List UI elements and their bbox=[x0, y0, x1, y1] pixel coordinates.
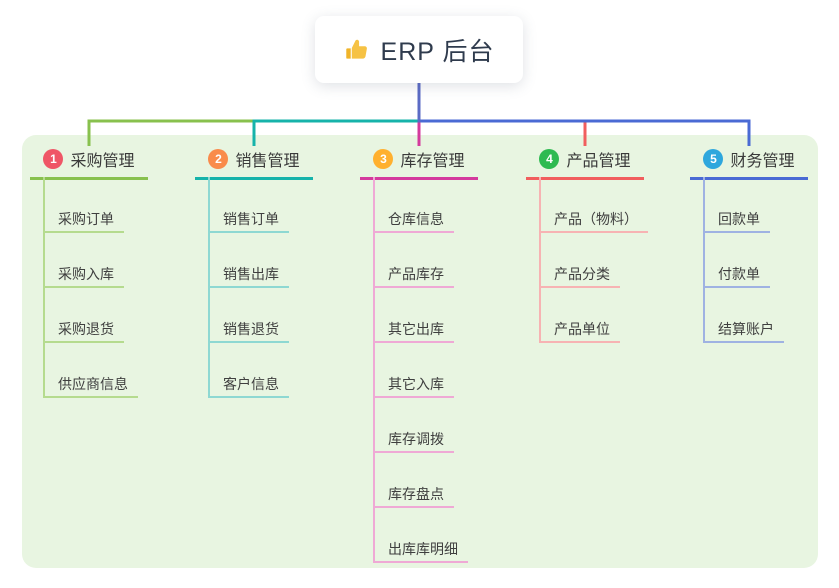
branch-badge: 1 bbox=[43, 148, 64, 169]
branch-spine bbox=[703, 177, 705, 341]
branch-label: 采购管理 bbox=[70, 152, 135, 170]
child-node[interactable]: 销售订单 bbox=[208, 209, 289, 233]
child-node[interactable]: 回款单 bbox=[703, 209, 770, 233]
branch-spine bbox=[373, 177, 375, 561]
child-node[interactable]: 采购订单 bbox=[43, 209, 124, 233]
branch-node-5[interactable]: 5 财务管理 bbox=[690, 140, 808, 180]
branch-label: 销售管理 bbox=[235, 152, 300, 170]
branch-node-2[interactable]: 2 销售管理 bbox=[195, 140, 313, 180]
child-node[interactable]: 产品分类 bbox=[539, 264, 620, 288]
branches-panel bbox=[22, 135, 818, 568]
child-node[interactable]: 仓库信息 bbox=[373, 209, 454, 233]
child-node[interactable]: 产品库存 bbox=[373, 264, 454, 288]
child-node[interactable]: 出库库明细 bbox=[373, 539, 468, 563]
child-node[interactable]: 结算账户 bbox=[703, 319, 784, 343]
branch-label: 库存管理 bbox=[400, 152, 465, 170]
child-node[interactable]: 库存调拨 bbox=[373, 429, 454, 453]
child-node[interactable]: 库存盘点 bbox=[373, 484, 454, 508]
branch-node-3[interactable]: 3 库存管理 bbox=[360, 140, 478, 180]
root-title: ERP 后台 bbox=[380, 37, 495, 66]
child-node[interactable]: 销售出库 bbox=[208, 264, 289, 288]
child-node[interactable]: 付款单 bbox=[703, 264, 770, 288]
branch-badge: 5 bbox=[703, 148, 724, 169]
child-node[interactable]: 其它入库 bbox=[373, 374, 454, 398]
child-node[interactable]: 产品单位 bbox=[539, 319, 620, 343]
child-node[interactable]: 供应商信息 bbox=[43, 374, 138, 398]
branch-badge: 4 bbox=[539, 148, 560, 169]
child-node[interactable]: 采购退货 bbox=[43, 319, 124, 343]
child-node[interactable]: 产品（物料） bbox=[539, 209, 648, 233]
child-node[interactable]: 销售退货 bbox=[208, 319, 289, 343]
child-node[interactable]: 采购入库 bbox=[43, 264, 124, 288]
root-node[interactable]: ERP 后台 bbox=[315, 16, 523, 83]
branch-node-1[interactable]: 1 采购管理 bbox=[30, 140, 148, 180]
branch-badge: 3 bbox=[373, 148, 394, 169]
child-node[interactable]: 客户信息 bbox=[208, 374, 289, 398]
branch-spine bbox=[539, 177, 541, 341]
branch-label: 产品管理 bbox=[566, 152, 631, 170]
child-node[interactable]: 其它出库 bbox=[373, 319, 454, 343]
thumbs-up-icon bbox=[345, 39, 367, 59]
branch-label: 财务管理 bbox=[730, 152, 795, 170]
branch-badge: 2 bbox=[208, 148, 229, 169]
branch-node-4[interactable]: 4 产品管理 bbox=[526, 140, 644, 180]
